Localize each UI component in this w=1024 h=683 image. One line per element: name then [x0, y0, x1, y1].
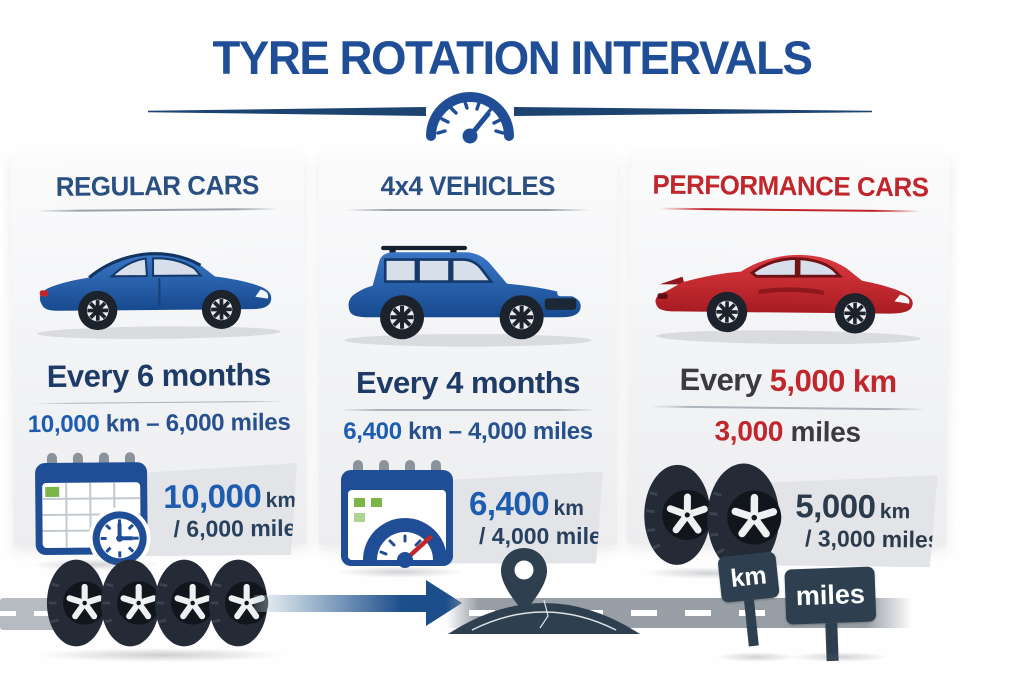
speedometer-icon	[423, 86, 517, 144]
calendar-clock-icon	[27, 450, 156, 571]
column-header-regular: REGULAR CARS	[55, 170, 259, 202]
rotation-journey-graphic: km miles	[0, 548, 1024, 683]
interval-text: Every 4 months	[356, 365, 580, 401]
miles-sign: miles	[784, 566, 877, 662]
4x4-vehicles-panel: 4x4 VEHICLES	[319, 155, 617, 578]
tyre-icon	[208, 559, 269, 647]
miles-sign-shadow	[790, 652, 890, 662]
tyre-pair-icon	[641, 458, 792, 576]
decorative-line-right	[514, 107, 872, 116]
arrow-right-icon	[254, 580, 464, 626]
blue-suv-icon	[337, 227, 599, 355]
map-mound	[448, 592, 640, 636]
location-pin-icon	[500, 548, 548, 614]
performance-cars-panel: PERFORMANCE CARS	[626, 153, 951, 580]
km-sign: km	[717, 551, 784, 649]
regular-cars-panel: REGULAR CARS	[10, 153, 307, 572]
column-header-4x4: 4x4 VEHICLES	[380, 171, 556, 201]
calendar-speedometer-icon	[333, 458, 461, 578]
decorative-line-left	[148, 107, 426, 116]
page-title: TYRE ROTATION INTERVALS	[212, 31, 813, 84]
divider-line	[650, 405, 926, 411]
distance-range-text: 6,400 km – 4,000 miles	[343, 417, 593, 445]
badge-row: 10,000 km / 6,000 miles	[13, 449, 307, 572]
divider-line	[339, 409, 597, 411]
badge-row: 6,400 km / 4,000 miles	[319, 458, 617, 578]
distance-range-text: 3,000 miles	[714, 414, 861, 448]
distance-range-text: 10,000 km – 6,000 miles	[27, 409, 291, 439]
divider-line	[32, 400, 285, 405]
distance-badge: 6,400 km / 4,000 miles	[431, 471, 603, 564]
header-underline	[659, 207, 921, 213]
tyre-icon	[46, 559, 107, 647]
icon-shadow	[335, 565, 465, 578]
blue-sedan-icon	[29, 226, 288, 349]
interval-text: Every 5,000 km	[679, 362, 897, 400]
tyre-icon	[100, 559, 161, 647]
tyre-icon	[154, 559, 215, 647]
miles-sign-label: miles	[784, 566, 877, 625]
header-underline	[37, 207, 278, 213]
badge-row: 5,000 km / 3,000 miles	[627, 458, 947, 580]
tyre-stack	[46, 556, 276, 652]
interval-text: Every 6 months	[46, 356, 271, 394]
km-sign-label: km	[717, 551, 780, 604]
km-sign-post	[744, 599, 759, 647]
red-sports-car-icon	[648, 226, 930, 355]
header-underline	[345, 209, 591, 212]
km-sign-shadow	[716, 652, 796, 662]
column-header-performance: PERFORMANCE CARS	[652, 169, 929, 203]
tyre-stack-shadow	[36, 648, 286, 662]
